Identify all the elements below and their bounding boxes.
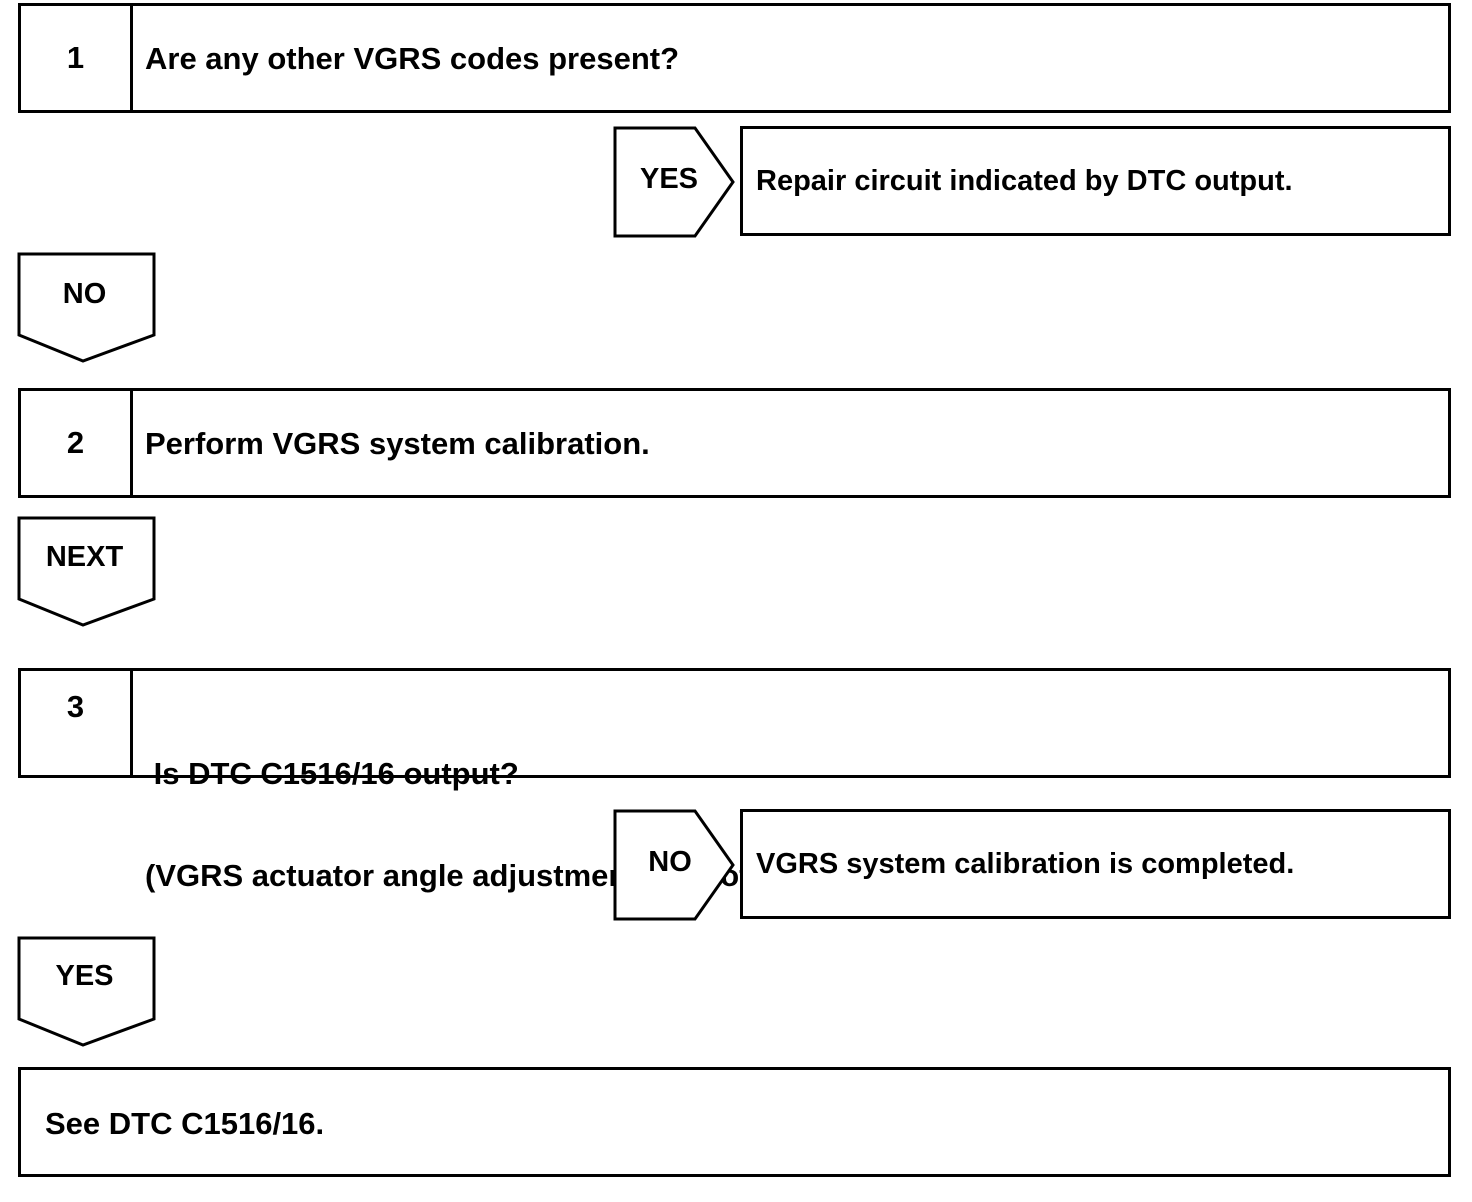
yes-arrow-1	[613, 126, 735, 238]
next-down-arrow	[17, 516, 156, 627]
step-2-box: 2 Perform VGRS system calibration.	[18, 388, 1451, 498]
no-arrow-3	[613, 809, 735, 921]
yes-down-arrow	[17, 936, 156, 1047]
result-1-box: Repair circuit indicated by DTC output.	[740, 126, 1451, 236]
step-3-box: 3 Is DTC C1516/16 output? (VGRS actuator…	[18, 668, 1451, 893]
no-down-arrow	[17, 252, 156, 363]
step-1-text: Are any other VGRS codes present?	[145, 41, 680, 76]
no-down-arrow-label: NO	[62, 278, 107, 310]
step-1-box: 1 Are any other VGRS codes present?	[18, 3, 1451, 113]
result-3-text: VGRS system calibration is completed.	[756, 848, 1295, 880]
step-3-line-1: Is DTC C1516/16 output?	[145, 756, 519, 791]
final-text: See DTC C1516/16.	[45, 1106, 325, 1141]
next-down-arrow-label: NEXT	[45, 541, 124, 573]
no-arrow-3-label: NO	[648, 846, 692, 878]
yes-arrow-1-label: YES	[639, 163, 699, 195]
result-3-box: VGRS system calibration is completed.	[740, 809, 1451, 919]
yes-down-arrow-label: YES	[55, 960, 114, 992]
step-2-text: Perform VGRS system calibration.	[145, 426, 650, 461]
result-1-text: Repair circuit indicated by DTC output.	[756, 165, 1293, 197]
step-2-number: 2	[21, 391, 133, 495]
final-box: See DTC C1516/16.	[18, 1067, 1451, 1177]
step-1-number: 1	[21, 6, 133, 110]
step-3-number: 3	[21, 671, 133, 775]
